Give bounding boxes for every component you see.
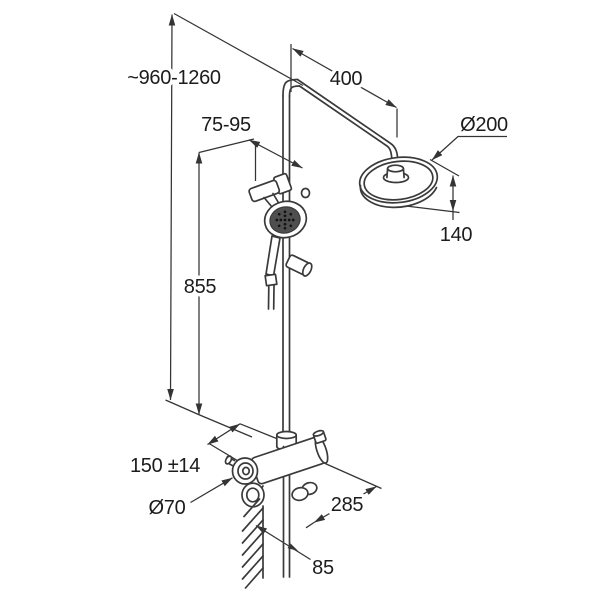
label-arm-length: 400 <box>330 68 363 90</box>
dim-outlet-depth <box>305 460 382 529</box>
overhead-shower <box>358 156 439 209</box>
handle <box>265 235 281 277</box>
dim-bracket-depth <box>248 139 303 181</box>
volume-knob <box>312 429 327 445</box>
neck <box>263 196 273 208</box>
dimension-lines <box>165 12 507 561</box>
dim-arm-length <box>290 44 398 138</box>
dim-rail-height <box>195 138 255 415</box>
dim-head-diameter <box>431 135 507 161</box>
hand-shower <box>248 172 311 310</box>
spray-nozzles <box>275 210 295 230</box>
slide-holder <box>248 172 293 203</box>
shower-system <box>224 78 439 589</box>
label-head-diameter: Ø200 <box>460 114 508 136</box>
dim-escutcheon-diameter <box>190 477 233 504</box>
head-connector <box>386 164 405 173</box>
label-wall-offset: 85 <box>312 557 334 579</box>
label-inlet-spacing: 150 ±14 <box>130 455 200 477</box>
label-overall-height: ~960-1260 <box>127 67 221 89</box>
wall-bracket <box>285 254 313 277</box>
label-escutcheon-diameter: Ø70 <box>149 497 186 519</box>
label-outlet-depth: 285 <box>331 494 364 516</box>
wall-escutcheon <box>241 482 265 508</box>
hose-nut <box>264 273 278 287</box>
label-rail-height: 855 <box>184 276 217 298</box>
head-rim <box>359 184 438 209</box>
label-head-drop: 140 <box>440 224 473 246</box>
shower-arm <box>296 78 399 167</box>
dimension-labels: ~960-1260 75-95 400 Ø200 140 855 150 ±14… <box>124 64 512 583</box>
thermostat-mixer <box>224 429 329 578</box>
dim-head-drop <box>405 158 460 220</box>
label-bracket-depth: 75-95 <box>201 114 251 136</box>
wall-hatch <box>241 498 264 589</box>
holder-knob <box>300 187 311 199</box>
